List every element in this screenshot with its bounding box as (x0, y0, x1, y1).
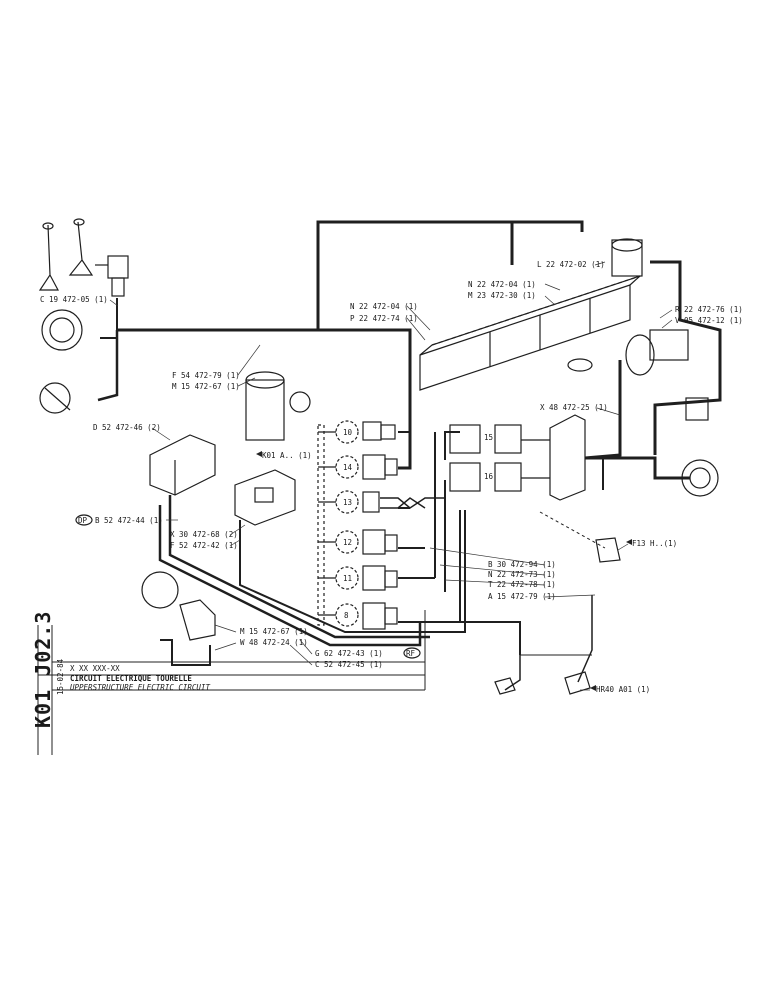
title-english: UPPERSTRUCTURE ELECTRIC CIRCUIT (70, 683, 210, 692)
svg-text:15: 15 (484, 433, 493, 442)
connector-group-15-16: 15 16 (449, 424, 550, 492)
side-drawing-code: K01 J02.3 (31, 611, 55, 728)
label-l22: L 22 472-02 (1) (537, 260, 605, 269)
label-n22a: N 22 472-04 (1) (350, 302, 418, 311)
label-c52: C 52 472-45 (1) (315, 660, 383, 669)
valve-block-center (234, 469, 296, 526)
label-m15b: M 15 472-67 (1) (240, 627, 308, 636)
svg-text:13: 13 (343, 498, 352, 507)
arrow-markers (256, 451, 632, 691)
connector-11: 11 (335, 565, 398, 591)
horn-assembly (38, 218, 129, 297)
sensor-right (567, 358, 593, 372)
label-v05: V 05 472-12 (1) (675, 316, 743, 325)
motor-right (625, 329, 689, 376)
label-g62: G 62 472-43 (1) (315, 649, 383, 658)
svg-text:16: 16 (484, 472, 494, 481)
label-w48: W 48 472-24 (1) (240, 638, 308, 647)
sensor-bottom-right-b (564, 671, 591, 695)
label-r22: R 22 472-76 (1) (675, 305, 743, 314)
rf-badge: RF (403, 647, 421, 659)
label-c19: C 19 472-05 (1) (40, 295, 108, 304)
dp-badge: DP (75, 514, 93, 526)
label-x48: X 48 472-25 (1) (540, 403, 608, 412)
main-harness (97, 220, 722, 691)
label-f52: F 52 472-42 (1) (170, 541, 238, 550)
reference-code: X XX XXX-XX (70, 664, 120, 673)
svg-text:8: 8 (344, 611, 349, 620)
label-n22c: N 22 472-73 (1) (488, 570, 556, 579)
cylinder-component (245, 371, 311, 441)
label-b30: B 30 472-94 (1) (488, 560, 556, 569)
connector-10: 10 (335, 420, 396, 444)
part-labels: C 19 472-05 (1) N 22 472-04 (1) P 22 472… (40, 260, 743, 694)
label-a15: A 15 472-79 (1) (488, 592, 556, 601)
svg-text:14: 14 (343, 463, 353, 472)
leader-lines (109, 261, 673, 691)
label-x30: X 30 472-68 (2) (170, 530, 238, 539)
svg-text:11: 11 (343, 574, 352, 583)
label-t22: T 22 472-78 (1) (488, 580, 556, 589)
label-p22: P 22 472-74 (1) (350, 314, 418, 323)
connector-13: 13 (335, 490, 380, 514)
relay-block-right (685, 397, 709, 421)
side-date: 15-02-84 (56, 658, 65, 695)
lamp-top-right (611, 238, 643, 277)
svg-text:RF: RF (406, 649, 416, 658)
title-block: K01 J02.3 15-02-84 X XX XXX-XX CIRCUIT E… (31, 610, 426, 755)
connector-8: 8 (335, 602, 398, 630)
k01-connector-group: 10 14 13 12 11 8 (317, 420, 398, 630)
label-f13: F13 H..(1) (632, 539, 677, 548)
svg-text:12: 12 (343, 538, 352, 547)
label-n22b: N 22 472-04 (1) (468, 280, 536, 289)
label-m15a: M 15 472-67 (1) (172, 382, 240, 391)
label-k01: K01 A.. (1) (262, 451, 312, 460)
label-b52: B 52 472-44 (1) (95, 516, 163, 525)
connector-15: 15 (449, 424, 522, 454)
battery-group (419, 275, 641, 391)
connector-16: 16 (449, 462, 522, 492)
beacon-lamp-left (41, 309, 83, 351)
valve-block-left (149, 434, 216, 496)
svg-text:10: 10 (343, 428, 353, 437)
switch-f13 (595, 537, 621, 563)
label-hr40: HR40 A01 (1) (596, 685, 650, 694)
lamp-bottom-left (39, 382, 71, 414)
label-f54: F 54 472-79 (1) (172, 371, 240, 380)
relay-x48 (549, 414, 586, 501)
svg-text:DP: DP (78, 516, 88, 525)
connector-14: 14 (335, 454, 398, 480)
connector-12: 12 (335, 529, 398, 555)
work-light-right (681, 459, 719, 497)
sensor-bottom-right-a (494, 677, 516, 695)
label-d52: D 52 472-46 (2) (93, 423, 161, 432)
title-french: CIRCUIT ELECTRIQUE TOURELLE (70, 674, 192, 683)
label-m23: M 23 472-30 (1) (468, 291, 536, 300)
